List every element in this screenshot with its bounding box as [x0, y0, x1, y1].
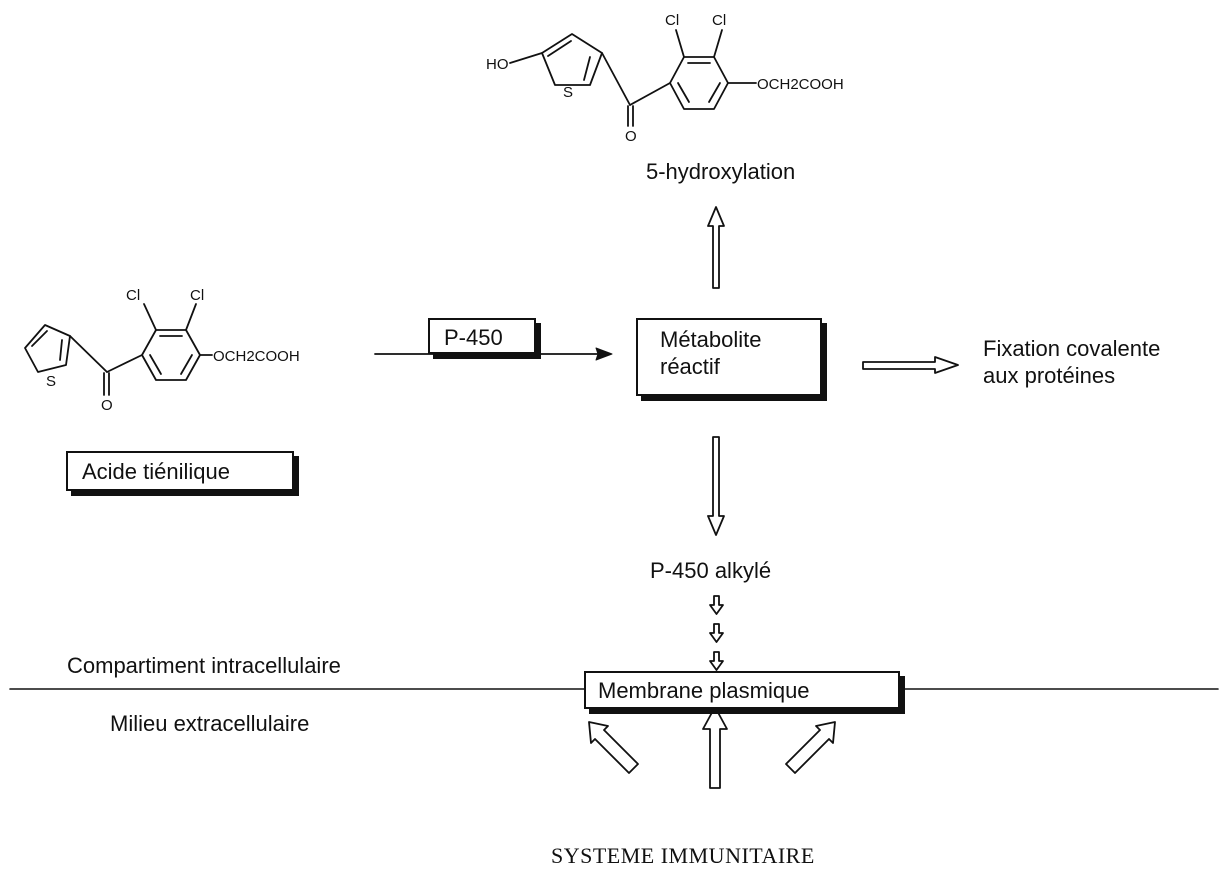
top-structure [509, 29, 757, 127]
left-structure [24, 303, 213, 396]
intracellular-label: Compartiment intracellulaire [67, 653, 341, 678]
small-arrow-1 [709, 595, 724, 615]
membrane-box: Membrane plasmique [584, 671, 900, 709]
top-atom-s: S [563, 84, 573, 101]
fixation-label-line1: Fixation covalente [983, 336, 1161, 361]
reaction-arrow [374, 347, 613, 361]
down-arrow-alkylation [707, 436, 725, 536]
top-atom-o: O [625, 128, 637, 145]
left-thiophene-ring [24, 324, 71, 373]
immune-arrow-center [702, 706, 728, 789]
top-carbonyl-bond [601, 52, 631, 106]
up-arrow-hydroxylation [707, 206, 725, 289]
right-arrow-fixation [862, 356, 959, 374]
metabolite-label-line2: réactif [660, 354, 720, 379]
metabolite-label-line1: Métabolite [660, 327, 762, 352]
left-atom-cl-1: Cl [126, 287, 140, 304]
immune-system-label: SYSTEME IMMUNITAIRE [551, 843, 815, 868]
top-atom-ho: HO [486, 56, 509, 73]
left-atom-o: O [101, 397, 113, 414]
left-atom-cl-2: Cl [190, 287, 204, 304]
top-thiophene-ring [541, 33, 603, 86]
left-substituent: OCH2COOH [213, 348, 300, 365]
top-atom-cl-1: Cl [665, 12, 679, 29]
alkylated-label: P-450 alkylé [650, 558, 772, 583]
hydroxylation-label: 5-hydroxylation [646, 159, 796, 184]
immune-arrow-right [785, 721, 836, 774]
metabolite-box: Métabolite réactif [636, 318, 822, 396]
small-arrow-2 [709, 623, 724, 643]
immune-arrow-left [588, 721, 639, 774]
enzyme-box: P-450 [428, 318, 536, 354]
extracellular-label: Milieu extracellulaire [110, 711, 310, 736]
left-carbonyl-bond [69, 335, 108, 373]
acid-box: Acide tiénilique [66, 451, 294, 491]
acid-label: Acide tiénilique [82, 459, 230, 484]
top-atom-cl-2: Cl [712, 12, 726, 29]
top-substituent: OCH2COOH [757, 76, 844, 93]
fixation-label-line2: aux protéines [983, 363, 1116, 388]
membrane-label: Membrane plasmique [598, 678, 810, 703]
small-arrow-3 [709, 651, 724, 671]
enzyme-label: P-450 [444, 325, 503, 350]
left-atom-s: S [46, 373, 56, 390]
